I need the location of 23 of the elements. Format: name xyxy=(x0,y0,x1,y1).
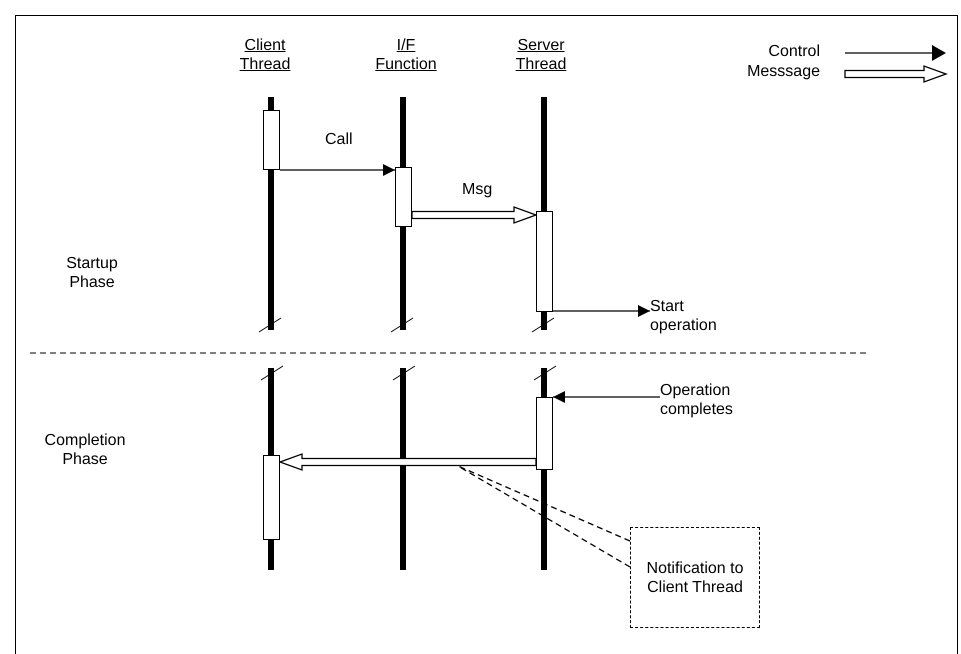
activation-bar xyxy=(395,167,412,227)
leader-line xyxy=(458,465,630,568)
phase-label: Startup Phase xyxy=(65,254,119,292)
message-arrow xyxy=(278,453,537,471)
legend-text: Messsage xyxy=(746,62,820,81)
dashed-note-box: Notification to Client Thread xyxy=(630,527,760,628)
arrow xyxy=(553,305,650,317)
note-text: Operation completes xyxy=(660,381,770,421)
phase-label: Completion Phase xyxy=(44,431,126,469)
activation-bar xyxy=(263,455,280,540)
lifeline-heading: I/F Function xyxy=(370,36,442,76)
message-arrow xyxy=(411,206,538,224)
activation-bar xyxy=(536,211,553,312)
edge-label: Msg xyxy=(460,180,494,199)
arrow xyxy=(553,391,660,403)
lifeline-heading: Client Thread xyxy=(225,36,305,76)
leader-line xyxy=(458,465,630,542)
arrow xyxy=(280,164,395,176)
activation-bar xyxy=(536,397,553,470)
lifeline-heading: Server Thread xyxy=(498,36,584,76)
activation-bar xyxy=(263,110,280,170)
note-text: Start operation xyxy=(650,297,740,337)
legend-text: Control xyxy=(767,42,820,61)
